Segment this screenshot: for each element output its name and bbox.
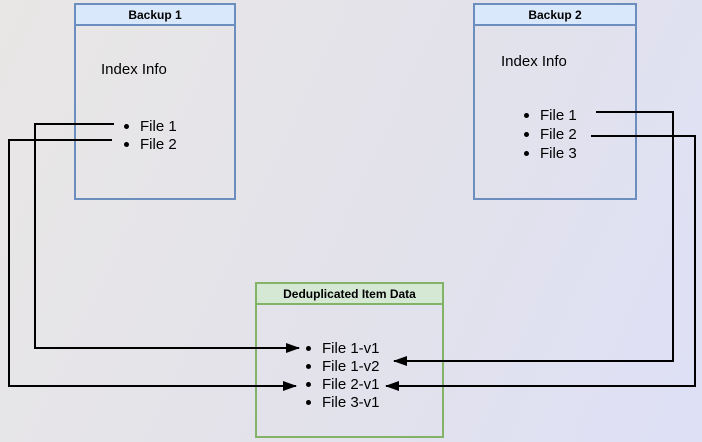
backup2-index-info-label: Index Info (501, 53, 567, 70)
backup2-box: Backup 2 (473, 3, 637, 200)
dedup-header: Deduplicated Item Data (257, 284, 442, 305)
backup2-file-1: File 1 (524, 106, 577, 125)
backup2-title: Backup 2 (528, 7, 582, 22)
backup2-file-list: File 1 File 2 File 3 (524, 106, 577, 163)
backup2-header: Backup 2 (475, 5, 635, 26)
backup1-file-1: File 1 (124, 117, 177, 135)
backup1-file-list: File 1 File 2 (124, 117, 177, 153)
dedup-title: Deduplicated Item Data (283, 286, 416, 301)
dedup-item-file3-v1: File 3-v1 (306, 393, 380, 411)
backup1-title: Backup 1 (128, 7, 182, 22)
backup1-file-2: File 2 (124, 135, 177, 153)
dedup-item-file2-v1: File 2-v1 (306, 375, 380, 393)
dedup-item-list: File 1-v1 File 1-v2 File 2-v1 File 3-v1 (306, 339, 380, 411)
backup1-box: Backup 1 (74, 3, 236, 200)
backup1-header: Backup 1 (76, 5, 234, 26)
dedup-item-file1-v2: File 1-v2 (306, 357, 380, 375)
backup1-index-info-label: Index Info (101, 61, 167, 78)
backup2-file-3: File 3 (524, 144, 577, 163)
dedup-item-file1-v1: File 1-v1 (306, 339, 380, 357)
backup2-file-2: File 2 (524, 125, 577, 144)
